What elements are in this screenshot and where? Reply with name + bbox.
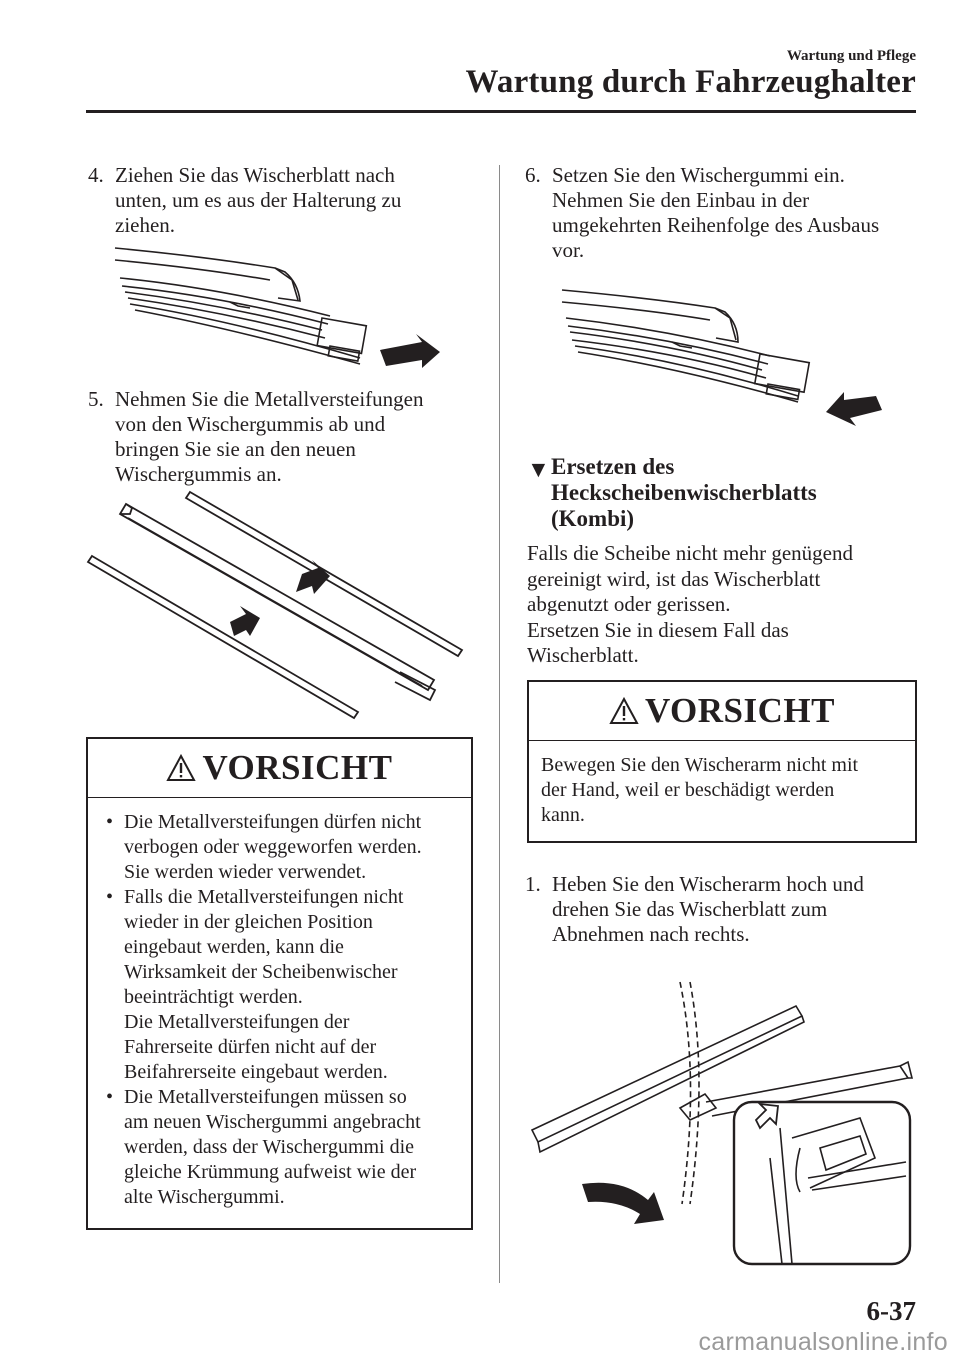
step-line: umgekehrten Reihenfolge des Ausbaus xyxy=(552,213,880,237)
section-label: Wartung und Pflege xyxy=(786,48,916,64)
section-heading: ▼ Ersetzen des Heckscheibenwischerblatts… xyxy=(527,454,907,532)
step-line: drehen Sie das Wischerblatt zum xyxy=(552,897,828,921)
caution-title: VORSICHT xyxy=(644,691,835,730)
step-line: Wischergummis an. xyxy=(115,462,282,486)
page-title: Wartung durch Fahrzeughalter xyxy=(465,64,916,100)
bullet-line: beeinträchtigt werden. xyxy=(124,986,303,1008)
arrow-icon xyxy=(826,392,882,426)
bullet-line: am neuen Wischergummi angebracht xyxy=(124,1111,421,1133)
caution-body: Bewegen Sie den Wischerarm nicht mit der… xyxy=(529,741,915,838)
paragraph-line: gereinigt wird, ist das Wischerblatt xyxy=(527,566,821,591)
page-number: 6-37 xyxy=(866,1296,917,1326)
bullet-line: Sie werden wieder verwendet. xyxy=(124,861,367,883)
bullet-line: Die Metallversteifungen der xyxy=(124,1011,350,1033)
arrow-icon xyxy=(296,560,330,594)
arrow-icon xyxy=(230,606,260,636)
paragraph-line: Ersetzen Sie in diesem Fall das xyxy=(527,617,789,642)
wiper-rubber-insert-illustration xyxy=(561,289,882,426)
bullet-line: gleiche Krümmung aufweist wie der xyxy=(124,1161,417,1183)
arrow-icon xyxy=(582,1182,664,1224)
bullet-line: Beifahrerseite eingebaut werden. xyxy=(124,1061,388,1083)
paragraph-line: abgenutzt oder gerissen. xyxy=(527,592,731,616)
caution-line: Bewegen Sie den Wischerarm nicht mit xyxy=(541,754,859,776)
step-6: 6. Setzen Sie den Wischergummi ein. Nehm… xyxy=(525,163,925,263)
bullet-line: wieder in der gleichen Position xyxy=(124,911,373,933)
arrow-icon xyxy=(754,1102,779,1130)
caution-box: VORSICHT Bewegen Sie den Wischerarm nich… xyxy=(527,680,917,843)
step-line: bringen Sie sie an den neuen xyxy=(115,437,356,461)
step-number: 4. xyxy=(88,163,104,187)
step-number: 5. xyxy=(88,387,104,411)
metal-stiffener-illustration xyxy=(86,490,464,720)
bullet-line: eingebaut werden, kann die xyxy=(124,936,344,958)
step-line: unten, um es aus der Halterung zu xyxy=(115,188,402,212)
heading-line: (Kombi) xyxy=(551,506,635,531)
bullet-line: Die Metallversteifungen dürfen nicht xyxy=(124,811,422,833)
bullet-line: Falls die Metallversteifungen nicht xyxy=(124,886,404,908)
step-number: 6. xyxy=(525,163,541,187)
step-line: von den Wischergummis ab und xyxy=(115,412,386,436)
step-1: 1. Heben Sie den Wischerarm hoch und dre… xyxy=(525,872,925,947)
column-divider xyxy=(499,165,500,1283)
paragraph-line: Wischerblatt. xyxy=(527,643,639,667)
bullet-line: alte Wischergummi. xyxy=(124,1186,285,1208)
heading-line: Heckscheibenwischerblatts xyxy=(551,480,817,505)
bullet-dot: • xyxy=(106,886,114,908)
paragraph-line: Falls die Scheibe nicht mehr genügend xyxy=(527,541,854,565)
step-line: ziehen. xyxy=(115,213,176,237)
warning-triangle-icon xyxy=(609,696,639,724)
intro-paragraph: Falls die Scheibe nicht mehr genügend ge… xyxy=(527,541,917,669)
caution-box: VORSICHT • Die Metallversteifungen dürfe… xyxy=(86,737,473,1230)
caution-title: VORSICHT xyxy=(202,748,393,787)
step-5: 5. Nehmen Sie die Metallversteifungen vo… xyxy=(88,387,478,487)
arrow-icon xyxy=(380,334,440,368)
step-line: Nehmen Sie den Einbau in der xyxy=(552,188,810,212)
step-line: Ziehen Sie das Wischerblatt nach xyxy=(115,163,395,187)
bullet-dot: • xyxy=(106,1086,114,1108)
step-line: Abnehmen nach rechts. xyxy=(552,922,750,946)
rear-wiper-removal-illustration xyxy=(530,981,914,1266)
caution-header: VORSICHT xyxy=(88,739,471,798)
caution-line: kann. xyxy=(541,804,585,826)
step-line: Nehmen Sie die Metallversteifungen xyxy=(115,387,424,411)
step-line: Setzen Sie den Wischergummi ein. xyxy=(552,163,845,187)
warning-triangle-icon xyxy=(166,753,197,781)
heading-marker: ▼ xyxy=(527,457,550,482)
caution-body: • Die Metallversteifungen dürfen nicht v… xyxy=(88,798,471,1220)
bullet-dot: • xyxy=(106,811,114,833)
heading-line: Ersetzen des xyxy=(551,454,675,479)
step-line: vor. xyxy=(552,238,585,262)
wiper-blade-removal-illustration xyxy=(114,247,440,368)
bullet-line: Wirksamkeit der Scheibenwischer xyxy=(124,961,398,983)
caution-bullet: • Die Metallversteifungen dürfen nicht v… xyxy=(102,810,461,885)
step-number: 1. xyxy=(525,872,541,896)
bullet-line: Die Metallversteifungen müssen so xyxy=(124,1086,407,1108)
bullet-line: Fahrerseite dürfen nicht auf der xyxy=(124,1036,377,1058)
caution-header: VORSICHT xyxy=(529,682,915,741)
step-line: Heben Sie den Wischerarm hoch und xyxy=(552,872,864,896)
bullet-line: verbogen oder weggeworfen werden. xyxy=(124,836,422,858)
header-rule xyxy=(86,110,916,113)
watermark: carmanualsonline.info xyxy=(698,1328,948,1356)
caution-bullet: • Falls die Metallversteifungen nicht wi… xyxy=(102,885,461,1085)
caution-bullet: • Die Metallversteifungen müssen so am n… xyxy=(102,1085,461,1210)
caution-line: der Hand, weil er beschädigt werden xyxy=(541,779,835,801)
bullet-line: werden, dass der Wischergummi die xyxy=(124,1136,415,1158)
step-4: 4. Ziehen Sie das Wischerblatt nach unte… xyxy=(88,163,478,238)
